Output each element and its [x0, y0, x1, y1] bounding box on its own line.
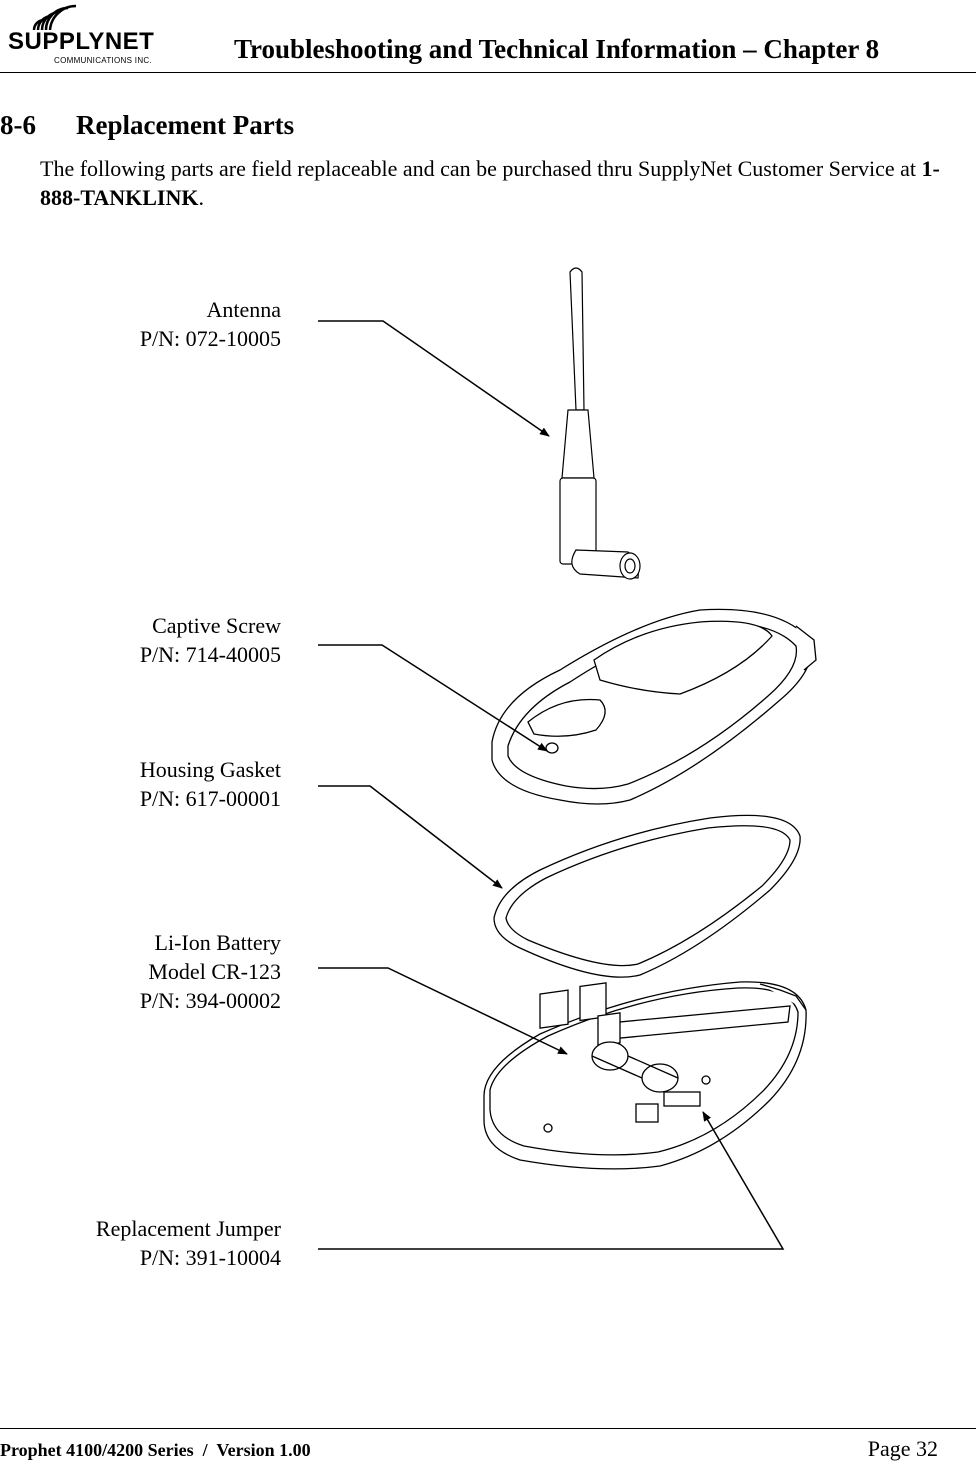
part-label-battery: Li-Ion Battery Model CR-123 P/N: 394-000… — [140, 928, 281, 1015]
part-number: P/N: 072-10005 — [139, 326, 281, 351]
part-label-jumper: Replacement Jumper P/N: 391-10004 — [96, 1214, 281, 1272]
top-housing-drawing — [491, 608, 817, 805]
part-model: Model CR-123 — [148, 959, 281, 984]
product-version: Prophet 4100/4200 Series / Version 1.00 — [0, 1440, 311, 1460]
gasket-drawing — [493, 814, 801, 978]
captive-screw-leader — [318, 644, 548, 752]
chapter-title: Troubleshooting and Technical Informatio… — [234, 34, 880, 64]
intro-paragraph: The following parts are field replaceabl… — [40, 154, 950, 212]
leader-lines — [318, 320, 785, 1250]
part-label-housing-gasket: Housing Gasket P/N: 617-00001 — [140, 755, 281, 813]
page-number: Page 32 — [867, 1436, 938, 1461]
logo-subtitle: COMMUNICATIONS INC. — [54, 56, 152, 65]
signal-arcs-icon — [32, 4, 77, 31]
part-number: P/N: 617-00001 — [139, 786, 281, 811]
antenna-drawing — [559, 267, 641, 580]
antenna-leader — [318, 320, 550, 437]
section-title: Replacement Parts — [76, 110, 295, 140]
part-label-antenna: Antenna P/N: 072-10005 — [140, 295, 281, 353]
intro-text: The following parts are field replaceabl… — [40, 156, 922, 181]
battery-leader — [318, 967, 568, 1055]
section-heading: 8-6 Replacement Parts — [0, 110, 294, 141]
intro-end: . — [198, 185, 205, 210]
jumper-leader — [318, 1111, 785, 1250]
footer-divider — [0, 1428, 976, 1429]
part-name: Housing Gasket — [139, 757, 281, 782]
part-number: P/N: 714-40005 — [139, 642, 281, 667]
part-number: P/N: 391-10004 — [139, 1245, 281, 1270]
supplynet-logo: SUPPLYNET COMMUNICATIONS INC. — [4, 4, 160, 66]
bottom-housing-drawing — [483, 981, 807, 1170]
part-name: Replacement Jumper — [95, 1216, 281, 1241]
part-label-captive-screw: Captive Screw P/N: 714-40005 — [140, 611, 281, 669]
part-name: Captive Screw — [152, 613, 281, 638]
support-phone: 1-888-TANKLINK — [40, 156, 940, 210]
part-name: Antenna — [206, 297, 281, 322]
header-divider — [0, 72, 976, 73]
gasket-leader — [318, 785, 503, 889]
part-name: Li-Ion Battery — [154, 930, 281, 955]
logo-wordmark: SUPPLYNET — [8, 28, 155, 55]
part-number: P/N: 394-00002 — [139, 988, 281, 1013]
section-number: 8-6 — [0, 110, 36, 140]
